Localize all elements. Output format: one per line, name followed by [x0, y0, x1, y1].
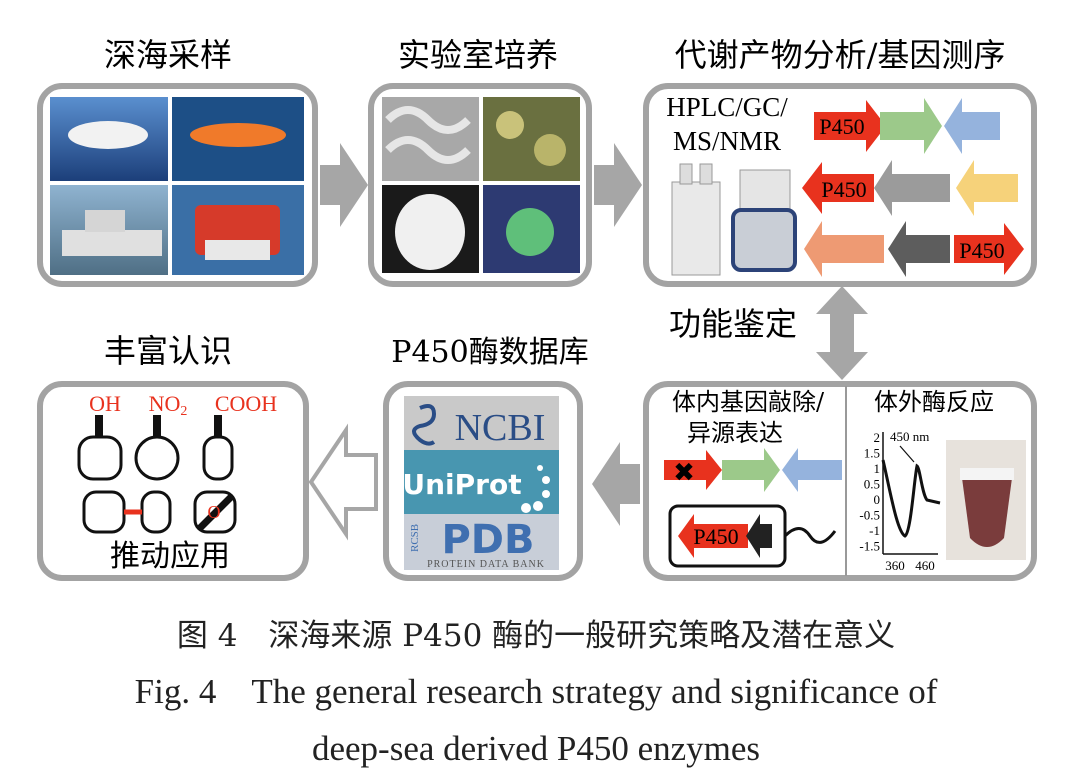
- molecule-scaffolds: O: [77, 415, 237, 534]
- arrow-right-icon: [320, 143, 368, 227]
- culture-panel: [368, 83, 592, 287]
- caption-cn: 图 4 深海来源 P450 酶的一般研究策略及潜在意义: [177, 618, 895, 654]
- oxygen-label: O: [208, 502, 221, 522]
- gene-arrow: [880, 98, 942, 154]
- y-tick: -1: [869, 523, 880, 538]
- y-tick: 0.5: [864, 477, 880, 492]
- peak-label: 450 nm: [890, 429, 929, 444]
- knockout-x-icon: ✖: [673, 458, 695, 488]
- ncbi-logo: NCBI: [404, 396, 559, 450]
- title-analysis: 代谢产物分析/基因测序: [675, 36, 1006, 74]
- p450-gene-arrow: [954, 223, 1024, 275]
- application-label: 推动应用: [110, 539, 230, 574]
- instrument-label: HPLC/GC/: [666, 92, 788, 122]
- sampling-panel: [37, 83, 318, 287]
- gene-arrow: [888, 221, 950, 277]
- nmr-instrument-image: [731, 169, 797, 272]
- double-arrow-icon: [816, 286, 868, 380]
- invivo-label: 体内基因敲除/: [672, 388, 825, 416]
- submersible-photo: [50, 97, 168, 181]
- title-function: 功能鉴定: [669, 305, 797, 343]
- title-culture: 实验室培养: [398, 36, 558, 74]
- analysis-panel: HPLC/GC/ MS/NMR P450 P450 P450: [643, 83, 1037, 287]
- function-panel: 体内基因敲除/ 异源表达 体外酶反应 ✖ P450 2 1.5 1 0.5 0 …: [643, 381, 1037, 581]
- fungal-spore-photo: [483, 97, 580, 181]
- y-tick: 1.5: [864, 446, 880, 461]
- x-tick: 360: [885, 558, 905, 573]
- svg-text:PROTEIN DATA BANK: PROTEIN DATA BANK: [427, 559, 545, 570]
- gene-arrow: [782, 448, 842, 492]
- gene-arrow: [956, 160, 1018, 216]
- research-ship-photo: [50, 185, 168, 275]
- svg-text:NCBI: NCBI: [455, 407, 546, 449]
- group-label: NO2: [149, 391, 188, 419]
- group-label: OH: [89, 391, 121, 416]
- p450-label: P450: [821, 177, 866, 202]
- arrow-left-icon: [592, 442, 640, 526]
- rov-photo: [172, 185, 304, 275]
- title-sampling: 深海采样: [104, 36, 232, 74]
- p450-label: P450: [959, 238, 1004, 263]
- gene-arrow: [722, 448, 780, 492]
- y-tick: 2: [874, 430, 881, 445]
- y-tick: -0.5: [859, 508, 880, 523]
- title-database: P450酶数据库: [391, 335, 588, 370]
- uniprot-logo: UniProt: [402, 450, 559, 514]
- p450-label: P450: [693, 524, 738, 549]
- gene-arrow: [804, 221, 884, 277]
- gene-cluster: P450 P450 P450: [802, 98, 1024, 277]
- knowledge-panel: OH NO2 COOH O 推动应用: [37, 381, 309, 581]
- instrument-label: MS/NMR: [673, 126, 781, 156]
- pdb-logo: RCSB PDB PROTEIN DATA BANK: [404, 514, 559, 570]
- gene-arrow: [944, 98, 1000, 154]
- x-tick: 460: [915, 558, 935, 573]
- arrow-right-icon: [594, 143, 642, 227]
- y-tick: -1.5: [859, 539, 880, 554]
- svg-text:UniProt: UniProt: [402, 468, 521, 501]
- invivo-label: 异源表达: [687, 419, 783, 447]
- knockout-gene-arrow: [664, 450, 722, 490]
- p450-gene-arrow: [814, 100, 886, 152]
- title-knowledge: 丰富认识: [104, 332, 232, 370]
- invitro-label: 体外酶反应: [874, 388, 994, 416]
- auv-photo: [172, 97, 304, 181]
- p450-label: P450: [819, 114, 864, 139]
- spectrum-curve: [881, 459, 941, 538]
- gene-arrow: [874, 160, 950, 216]
- group-label: COOH: [215, 391, 277, 416]
- y-tick: 0: [874, 492, 881, 507]
- p450-gene-arrow: [802, 162, 874, 214]
- reaction-tube-photo: [946, 440, 1026, 560]
- svg-text:PDB: PDB: [441, 517, 534, 563]
- co-difference-spectrum: 2 1.5 1 0.5 0 -0.5 -1 -1.5 360 460 450 n…: [859, 429, 941, 573]
- database-panel: NCBI UniProt RCSB PDB PROTEIN DATA BANK: [383, 381, 583, 581]
- svg-text:RCSB: RCSB: [409, 524, 421, 552]
- caption-en-line1: Fig. 4 The general research strategy and…: [135, 672, 938, 711]
- hplc-instrument-image: [671, 163, 721, 276]
- hollow-arrow-left-icon: [308, 423, 378, 541]
- y-tick: 1: [874, 461, 881, 476]
- expression-plasmid: P450: [668, 504, 837, 568]
- caption-en-line2: deep-sea derived P450 enzymes: [312, 729, 760, 768]
